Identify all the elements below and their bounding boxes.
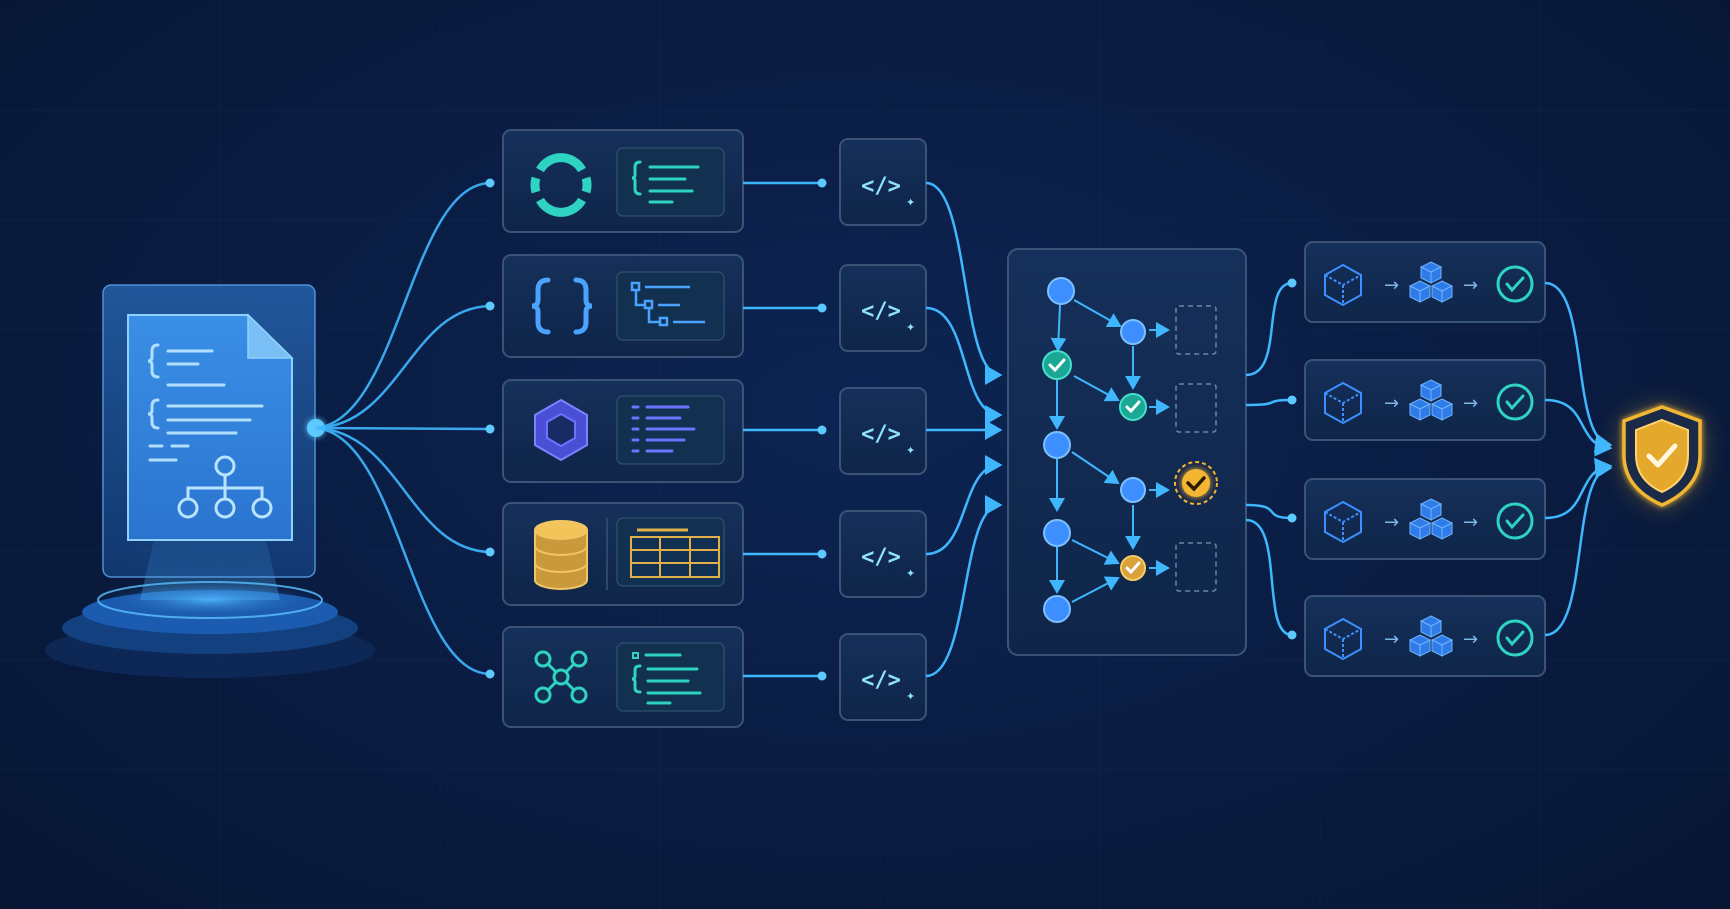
orchestrator-spine [1049, 299, 1170, 603]
stage-card-graph[interactable] [502, 626, 744, 728]
code-sparkle-icon: </> [861, 299, 901, 324]
code-lines [631, 160, 700, 204]
codegen-connectors [743, 181, 822, 678]
stage-card-ring[interactable] [502, 129, 744, 233]
codegen-input-dots [817, 178, 827, 681]
table-grid [630, 528, 720, 578]
segmented-ring-icon [530, 153, 592, 217]
stage-input-dots [485, 178, 495, 679]
sparkle-icon: ✦ [906, 196, 915, 209]
workflow-node-done [1042, 350, 1072, 380]
branch-node-done [1119, 393, 1147, 421]
codegen-box[interactable]: </> ✦ [839, 633, 927, 721]
branch-node [1120, 477, 1146, 503]
pipeline-row[interactable]: → → [1304, 241, 1546, 323]
branch-node [1120, 319, 1146, 345]
source-connectors [315, 181, 491, 676]
sparkle-icon: ✦ [906, 444, 915, 457]
curly-braces-icon [531, 277, 593, 335]
outline-cube-icon [1324, 500, 1362, 544]
codegen-column: </> ✦ </> ✦ </> ✦ </> ✦ </> ✦ [839, 138, 927, 721]
codegen-box[interactable]: </> ✦ [839, 138, 927, 226]
placeholder-slot [1175, 542, 1217, 592]
arrow-right-icon: → [1463, 275, 1478, 296]
stacked-cubes-icon [1408, 498, 1454, 540]
pipeline-row[interactable]: → → [1304, 359, 1546, 441]
pipeline-column: → → → → [1304, 241, 1546, 677]
stacked-cubes-icon [1408, 261, 1454, 303]
arrow-right-icon: → [1384, 629, 1399, 650]
pipeline-input-dots [1287, 278, 1297, 640]
shield-check-icon [1622, 405, 1702, 508]
code-sparkle-icon: </> [861, 668, 901, 693]
arrow-right-icon: → [1463, 629, 1478, 650]
warning-check-slot [1174, 461, 1218, 505]
code-document-icon [127, 313, 294, 541]
stage-card-json[interactable] [502, 254, 744, 358]
source-document-group [45, 284, 375, 678]
stage-column [502, 129, 744, 728]
hexagon-icon [534, 398, 588, 462]
stage-card-hexagon[interactable] [502, 379, 744, 483]
arrow-right-icon: → [1384, 393, 1399, 414]
hierarchy-icon [177, 455, 273, 519]
stage-detail-panel [616, 517, 725, 587]
orchestrator-input-connectors [925, 181, 1003, 678]
stage-card-database[interactable] [502, 502, 744, 606]
placeholder-slot [1175, 383, 1217, 433]
branch-node-warning [1120, 555, 1146, 581]
code-sparkle-icon: </> [861, 545, 901, 570]
sparkle-icon: ✦ [906, 321, 915, 334]
arrow-right-icon: → [1384, 512, 1399, 533]
workflow-node [1043, 519, 1071, 547]
bullet-list [631, 405, 696, 453]
check-circle-icon [1496, 265, 1534, 303]
check-circle-icon [1496, 502, 1534, 540]
code-sparkle-icon: </> [861, 422, 901, 447]
arrow-right-icon: → [1463, 393, 1478, 414]
sparkle-icon: ✦ [906, 567, 915, 580]
stacked-cubes-icon [1408, 379, 1454, 421]
placeholder-slot [1175, 305, 1217, 355]
orchestrator-panel [1007, 248, 1247, 656]
codegen-box[interactable]: </> ✦ [839, 264, 927, 352]
outline-cube-icon [1324, 381, 1362, 425]
pipeline-row[interactable]: → → [1304, 478, 1546, 560]
pipeline-row[interactable]: → → [1304, 595, 1546, 677]
code-lines [631, 652, 702, 705]
database-icon [534, 520, 588, 590]
outline-cube-icon [1324, 617, 1362, 661]
stage-detail-panel [616, 147, 725, 217]
arrow-right-icon: → [1463, 512, 1478, 533]
codegen-box[interactable]: </> ✦ [839, 510, 927, 598]
workflow-node [1047, 277, 1075, 305]
stacked-cubes-icon [1408, 615, 1454, 657]
result-connectors [1544, 281, 1613, 637]
pipeline-connectors [1245, 281, 1293, 637]
arrow-right-icon: → [1384, 275, 1399, 296]
codegen-box[interactable]: </> ✦ [839, 387, 927, 475]
tree-outline [630, 281, 705, 327]
graph-network-icon [534, 650, 588, 704]
workflow-node [1043, 431, 1071, 459]
sparkle-icon: ✦ [906, 690, 915, 703]
outline-cube-icon [1324, 263, 1362, 307]
code-sparkle-icon: </> [861, 174, 901, 199]
check-circle-icon [1496, 619, 1534, 657]
workflow-node [1043, 595, 1071, 623]
check-circle-icon [1496, 383, 1534, 421]
